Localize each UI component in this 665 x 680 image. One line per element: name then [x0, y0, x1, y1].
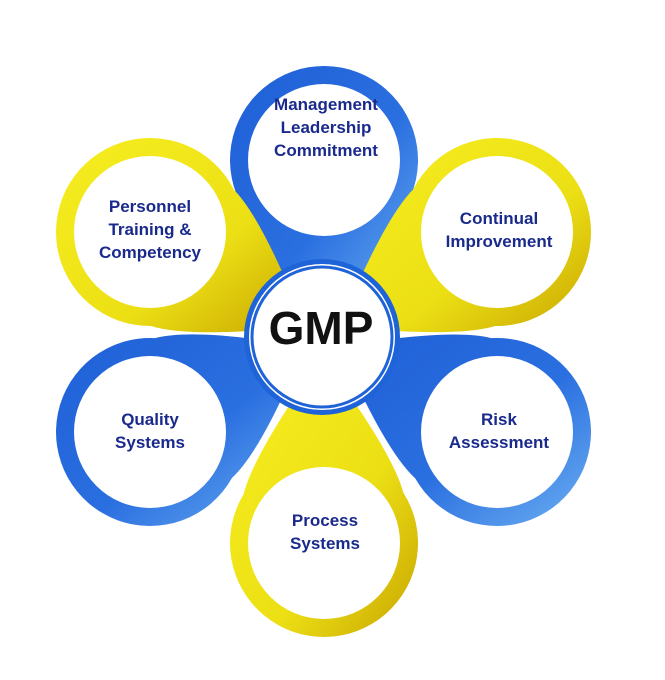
petal-personnel: [55, 138, 305, 333]
petal-inner-circle: [421, 156, 573, 308]
center-gmp-label: GMP: [268, 302, 374, 354]
petal-label-process: Process Systems: [250, 509, 400, 555]
petal-label-line: Systems: [290, 534, 360, 553]
petal-label-line: Commitment: [274, 141, 378, 160]
petal-label-line: Leadership: [280, 118, 372, 137]
petal-management: [229, 66, 418, 318]
petal-label-line: Competency: [98, 243, 202, 262]
petal-label-line: Personnel: [108, 197, 192, 216]
petal-label-line: Training &: [108, 220, 192, 239]
petal-label-line: Risk: [481, 410, 517, 429]
petal-label-line: Systems: [115, 433, 185, 452]
petal-quality: [55, 334, 305, 527]
petal-label-line: Assessment: [448, 433, 550, 452]
petal-label-management: Management Leadership Commitment: [251, 93, 401, 162]
petal-label-quality: Quality Systems: [75, 408, 225, 454]
petal-label-line: Management: [274, 95, 378, 114]
petal-inner-circle: [74, 356, 226, 508]
petal-inner-circle: [74, 156, 226, 308]
petal-label-risk: Risk Assessment: [424, 408, 574, 454]
petal-inner-circle: [248, 467, 400, 619]
petal-label-line: Continual: [459, 209, 539, 228]
petal-label-line: Improvement: [445, 232, 553, 251]
petal-inner-circle: [248, 84, 400, 236]
petal-continual: [339, 137, 591, 333]
petal-process: [230, 356, 418, 637]
petal-label-continual: Continual Improvement: [424, 207, 574, 253]
center-inner-ring: [250, 265, 394, 409]
petal-label-line: Process: [291, 511, 359, 530]
petal-label-line: Quality: [121, 410, 179, 429]
petal-label-personnel: Personnel Training & Competency: [75, 195, 225, 264]
petal-risk: [339, 334, 591, 526]
petal-inner-circle: [421, 356, 573, 508]
